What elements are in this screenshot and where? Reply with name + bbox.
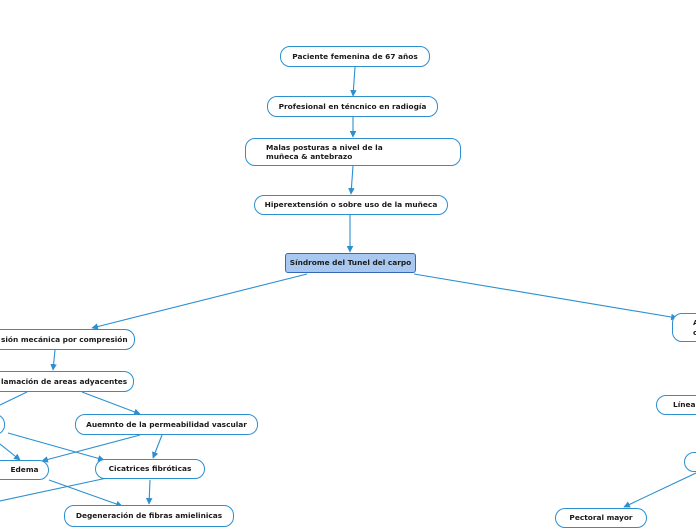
- node-posturas[interactable]: Malas posturas a nivel de la muñeca & an…: [245, 138, 461, 166]
- node-permeabilidad[interactable]: Auemnto de la permeabilidad vascular: [75, 414, 258, 435]
- node-hiperextension[interactable]: Hiperextensión o sobre uso de la muñeca: [254, 195, 448, 215]
- node-pectoral[interactable]: Pectoral mayor: [555, 508, 647, 528]
- edge-aumento-cicatrices: [152, 434, 163, 459]
- node-right-top[interactable]: A c: [672, 313, 696, 342]
- edge-posturas-hiperextension: [348, 165, 355, 195]
- edge-sindrome-lesion: [91, 273, 308, 330]
- edge-inflamacion-aumento: [81, 391, 141, 415]
- node-profesional[interactable]: Profesional en téncnico en radiogía: [267, 96, 438, 117]
- node-edema[interactable]: Edema: [0, 460, 49, 480]
- node-paciente[interactable]: Paciente femenina de 67 años: [280, 46, 430, 67]
- edge-right-pectoral: [623, 472, 696, 508]
- edge-left-cicatrices: [7, 432, 105, 462]
- node-cicatrices[interactable]: Cicatrices fibróticas: [95, 459, 205, 479]
- node-lesion-mecanica[interactable]: sión mecánica por compresión: [0, 329, 135, 350]
- node-right-partial[interactable]: [684, 452, 696, 472]
- edge-edema-degeneracion: [48, 479, 123, 508]
- edge-paciente-profesional: [350, 66, 357, 97]
- edge-left-edema: [0, 443, 21, 461]
- edge-cicatrices-left: [0, 477, 108, 502]
- edge-lesion-inflamacion: [50, 349, 57, 371]
- edge-inflamacion-left: [0, 391, 28, 406]
- node-linea[interactable]: Línea: [656, 395, 696, 415]
- edge-sindrome-right: [413, 273, 678, 321]
- node-inflamacion[interactable]: lamación de areas adyacentes: [0, 371, 134, 392]
- node-degeneracion[interactable]: Degeneración de fibras amielinicas: [64, 505, 234, 527]
- edge-aumento-edema: [41, 434, 141, 463]
- node-sindrome-central[interactable]: Síndrome del Tunel del carpo: [285, 253, 416, 273]
- edge-cicatrices-degeneracion: [145, 479, 153, 505]
